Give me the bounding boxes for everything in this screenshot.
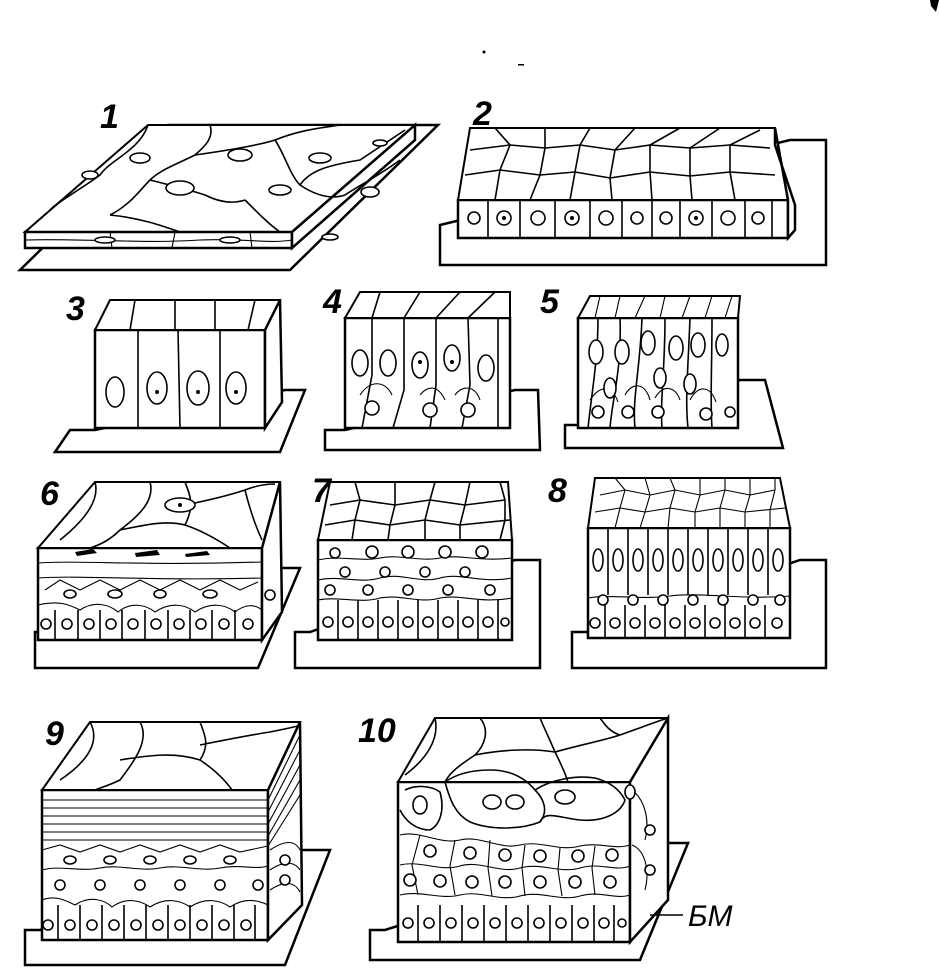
basement-membrane-label: БМ — [688, 900, 733, 933]
panel-4-pseudostratified: 4 — [322, 283, 542, 452]
panel-2-label: 2 — [472, 95, 492, 133]
panel-9-label: 9 — [45, 715, 64, 753]
panel-7-label: 7 — [312, 472, 333, 510]
scan-specks — [482, 0, 939, 66]
panel-5-label: 5 — [540, 283, 560, 321]
panel-6-label: 6 — [40, 475, 60, 513]
panel-4-label: 4 — [322, 283, 342, 321]
panel-8-label: 8 — [548, 472, 567, 510]
panel-8-stratified-columnar: 8 — [548, 472, 828, 670]
panel-1-simple-squamous: 1 — [16, 98, 442, 272]
panel-5-pseudostratified-ciliated: 5 — [540, 283, 785, 450]
panel-10-label: 10 — [358, 712, 396, 750]
panel-3-simple-columnar: 3 — [52, 290, 307, 454]
panel-1-label: 1 — [100, 98, 119, 136]
panel-6-stratified-squamous: 6 — [33, 475, 302, 670]
panel-2-simple-cuboidal: 2 — [438, 95, 828, 267]
basement-membrane-annotation: БМ — [650, 900, 733, 933]
panel-9-stratified-keratinized: 9 — [23, 715, 332, 967]
panel-7-stratified-cuboidal: 7 — [293, 472, 542, 670]
panel-10-transitional: 10 — [358, 712, 690, 962]
panel-3-label: 3 — [66, 290, 85, 328]
